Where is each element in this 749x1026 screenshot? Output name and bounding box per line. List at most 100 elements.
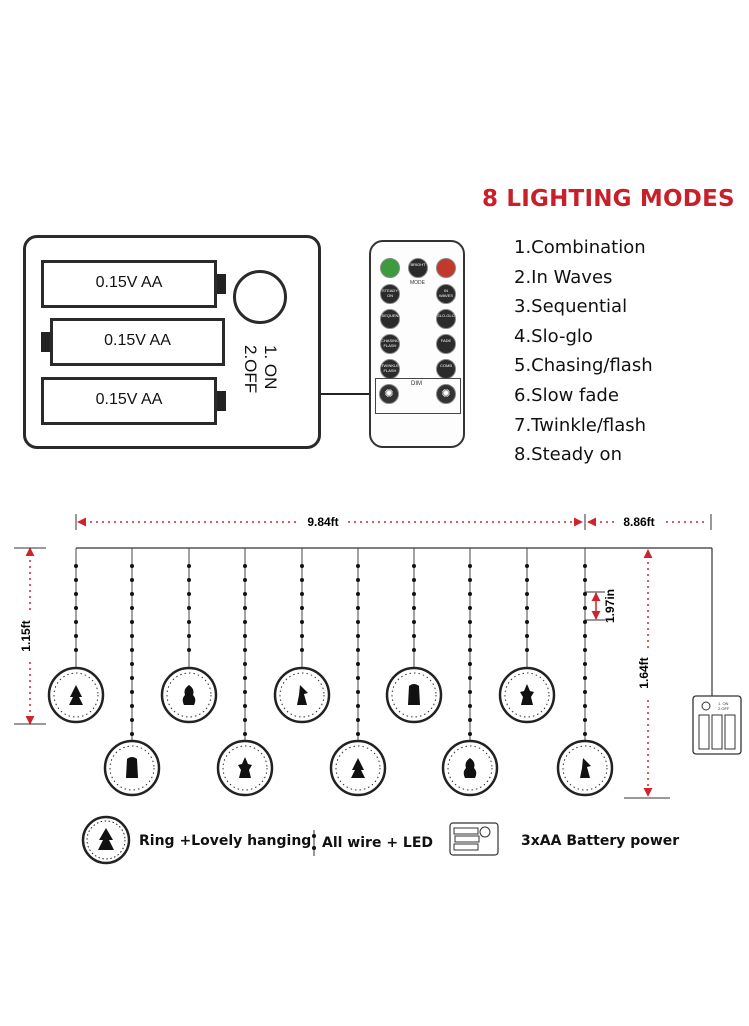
lighting-modes-list: 1.Combination 2.In Waves 3.Sequential 4.… — [514, 233, 653, 470]
remote-mode-button[interactable]: FADE — [436, 334, 456, 354]
led-dot — [356, 676, 360, 680]
wire-legend-icon — [312, 830, 316, 856]
led-dot — [187, 564, 191, 568]
led-dot — [525, 564, 529, 568]
led-dot — [356, 732, 360, 736]
led-dot — [300, 634, 304, 638]
led-dot — [74, 564, 78, 568]
led-dot — [468, 704, 472, 708]
cable — [321, 393, 371, 395]
led-dot — [356, 634, 360, 638]
wire-legend-label: All wire + LED — [322, 835, 434, 851]
led-dot — [243, 578, 247, 582]
remote-mode-button[interactable]: COMB — [436, 359, 456, 379]
led-dot — [243, 690, 247, 694]
hanging-ring — [441, 739, 499, 797]
led-dot — [243, 704, 247, 708]
led-dot — [74, 606, 78, 610]
dim-down-icon[interactable]: ✺ — [379, 384, 399, 404]
drop-long-label: 1.64ft — [637, 657, 651, 688]
ornament-silhouette — [463, 758, 477, 778]
bright-button[interactable]: BRIGHT — [408, 258, 428, 278]
ring-legend-label: Ring +Lovely hanging — [139, 833, 312, 849]
mode-item: 7.Twinkle/flash — [514, 414, 647, 436]
led-dot — [356, 592, 360, 596]
remote-mode-button[interactable]: STEADY ON — [380, 284, 400, 304]
led-dot — [243, 648, 247, 652]
led-dot — [300, 606, 304, 610]
ring-legend-icon — [81, 815, 131, 865]
led-dot — [468, 578, 472, 582]
led-dot — [130, 718, 134, 722]
led-dot — [583, 704, 587, 708]
led-dot — [356, 606, 360, 610]
led-dot — [74, 634, 78, 638]
hanging-ring — [216, 739, 274, 797]
led-dot — [243, 592, 247, 596]
dim-up-icon[interactable]: ✺ — [436, 384, 456, 404]
hanging-ring — [273, 666, 331, 724]
battery-cell-label: 0.15V AA — [95, 274, 163, 291]
dim-panel — [375, 378, 461, 414]
hanging-ring — [103, 739, 161, 797]
switch-off-label: 2.OFF — [241, 345, 260, 394]
led-dot — [187, 620, 191, 624]
mini-battery-box: 1. ON 2.OFF — [692, 695, 742, 755]
led-dot — [468, 620, 472, 624]
power-off-button[interactable] — [436, 258, 456, 278]
led-dot — [130, 564, 134, 568]
led-dot — [583, 732, 587, 736]
led-dot — [300, 620, 304, 624]
power-switch-button[interactable] — [233, 270, 287, 324]
led-dot — [130, 704, 134, 708]
led-dot — [130, 676, 134, 680]
battery-terminal — [217, 391, 226, 411]
battery-cell-label: 0.15V AA — [104, 332, 171, 349]
led-dot — [130, 648, 134, 652]
switch-label: 1. ON 2.OFF — [238, 345, 298, 415]
led-dot — [356, 620, 360, 624]
hanging-ring — [385, 666, 443, 724]
led-dot — [583, 634, 587, 638]
hanging-ring — [556, 739, 614, 797]
led-dot — [583, 620, 587, 624]
led-dot — [130, 578, 134, 582]
battery-legend-label: 3xAA Battery power — [521, 833, 680, 849]
led-dot — [468, 676, 472, 680]
power-on-button[interactable] — [380, 258, 400, 278]
dim-label: DIM — [411, 381, 422, 387]
led-dot — [583, 676, 587, 680]
led-dot — [583, 718, 587, 722]
led-dot — [74, 620, 78, 624]
remote-mode-button[interactable]: CHASING FLASH — [380, 334, 400, 354]
led-dot — [412, 648, 416, 652]
ornament-silhouette — [408, 684, 420, 705]
led-dot — [130, 662, 134, 666]
remote-mode-button[interactable]: TWINKLE FLASH — [380, 359, 400, 379]
led-dot — [300, 592, 304, 596]
led-dot — [583, 564, 587, 568]
remote-mode-button[interactable]: IN WAVES — [436, 284, 456, 304]
led-dot — [300, 578, 304, 582]
led-dot — [356, 648, 360, 652]
battery-cell: 0.15V AA — [41, 260, 226, 308]
led-dot — [130, 620, 134, 624]
led-dot — [583, 648, 587, 652]
ornament-silhouette — [297, 685, 308, 705]
remote-mode-button[interactable]: SLO-GLO — [436, 309, 456, 329]
remote-control: BRIGHT MODE STEADY ON SEQUEN CHASING FLA… — [369, 240, 465, 448]
led-dot — [525, 620, 529, 624]
led-dot — [412, 564, 416, 568]
ornament-silhouette — [351, 758, 365, 778]
led-dot — [525, 578, 529, 582]
led-dot — [412, 620, 416, 624]
mode-item: 6.Slow fade — [514, 384, 619, 406]
width-main-label: 9.84ft — [307, 515, 338, 529]
led-dot — [468, 592, 472, 596]
ornament-silhouette — [520, 684, 534, 705]
led-dot — [130, 634, 134, 638]
led-dot — [525, 634, 529, 638]
remote-mode-button[interactable]: SEQUEN — [380, 309, 400, 329]
led-dot — [356, 662, 360, 666]
led-dot — [356, 564, 360, 568]
